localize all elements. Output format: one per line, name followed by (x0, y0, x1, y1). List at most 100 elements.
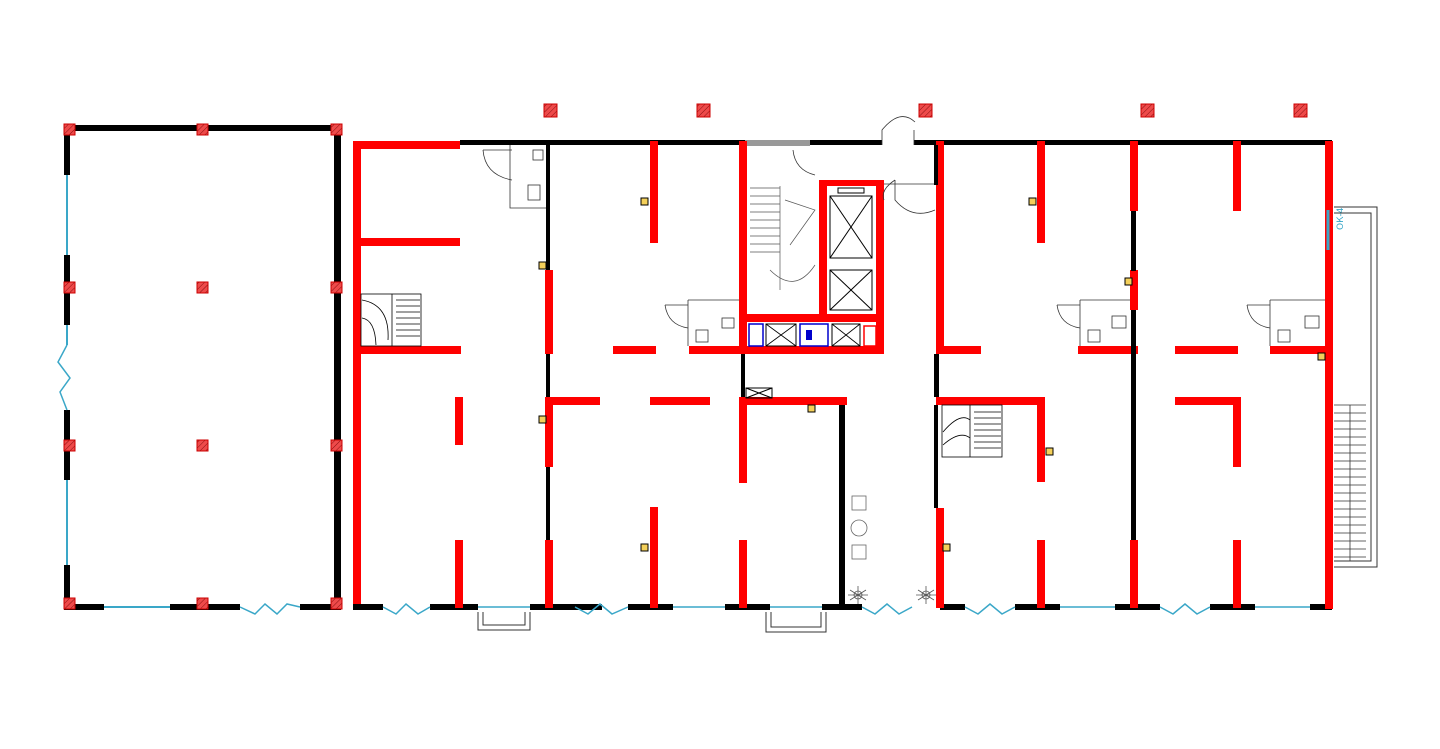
new-wall (613, 346, 656, 354)
table-icon (850, 519, 868, 537)
interior-red-walls (353, 141, 1328, 608)
window-door (574, 603, 629, 615)
new-wall (1175, 397, 1241, 405)
column-icon (330, 439, 343, 452)
new-wall (739, 346, 884, 354)
new-wall (353, 141, 361, 609)
wc-partition (509, 145, 546, 209)
toilet-icon (527, 184, 541, 201)
new-wall (936, 346, 981, 354)
column-icon (640, 197, 649, 206)
new-wall (455, 540, 463, 608)
new-wall (545, 397, 600, 405)
new-wall (1037, 141, 1045, 243)
toilet-icon (863, 325, 877, 347)
window-tag: ОК-4 (1336, 207, 1346, 230)
external-stair-icon (1334, 404, 1366, 561)
new-wall (545, 270, 553, 354)
top-wall (460, 140, 745, 145)
left-hall-left-wall (64, 125, 70, 175)
column-icon (640, 543, 649, 552)
new-wall (353, 238, 460, 246)
new-wall (876, 180, 884, 354)
toilet-icon (1087, 329, 1101, 343)
existing-wall (1131, 211, 1136, 271)
toilet-icon (1277, 329, 1291, 343)
new-wall (650, 141, 658, 243)
chair-icon (851, 544, 867, 560)
sink-icon (532, 149, 544, 161)
new-wall (739, 397, 847, 405)
column-icon (1124, 277, 1133, 286)
new-wall (1233, 141, 1241, 211)
external-ramp (1334, 212, 1372, 562)
existing-wall (546, 354, 550, 397)
bathtub-icon (748, 323, 764, 347)
left-hall-left-wall-seg (64, 565, 70, 610)
new-wall (936, 397, 1044, 405)
column-icon (942, 543, 951, 552)
new-wall (545, 540, 553, 608)
cabinet-icon (831, 323, 861, 347)
new-wall (1233, 540, 1241, 608)
new-wall (739, 141, 747, 354)
existing-wall (934, 145, 938, 185)
new-wall (819, 180, 881, 186)
left-hall (57, 123, 343, 616)
existing-wall (546, 467, 550, 540)
sink-icon (1111, 315, 1127, 329)
door-double (57, 344, 71, 411)
plant-icon (848, 586, 868, 604)
door-arc-icon (1056, 304, 1081, 329)
existing-wall (839, 405, 845, 605)
new-wall (689, 346, 745, 354)
sink-icon (799, 323, 829, 347)
new-wall (1233, 397, 1241, 467)
small-columns (538, 197, 1326, 552)
existing-wall (1131, 310, 1136, 540)
door-arc-icon (482, 149, 513, 181)
column-icon (63, 281, 76, 294)
column-icon (918, 103, 933, 118)
new-wall (739, 397, 747, 483)
top-columns (543, 103, 1308, 118)
column-icon (330, 281, 343, 294)
stair-right-icon (941, 404, 1003, 458)
column-icon (1028, 197, 1037, 206)
new-wall (353, 346, 461, 354)
column-icon (196, 123, 209, 136)
window-door (382, 602, 431, 615)
column-icon (1140, 103, 1155, 118)
column-icon (696, 103, 711, 118)
new-wall (819, 180, 827, 318)
stair-core-icon (750, 186, 816, 290)
bottom-wall (353, 604, 383, 610)
column-icon (538, 261, 547, 270)
left-hall-right-wall (334, 125, 341, 610)
new-wall (353, 141, 460, 149)
cabinet-icon (765, 323, 797, 347)
left-hall-bottom-wall (64, 604, 104, 610)
new-wall (1037, 540, 1045, 608)
elevator-icon (829, 187, 873, 259)
column-icon (538, 415, 547, 424)
sink-icon (721, 317, 735, 329)
new-wall (1130, 540, 1138, 608)
new-wall (1130, 141, 1138, 211)
window-door (1159, 603, 1211, 615)
sink-icon (806, 330, 812, 340)
chair-icon (851, 495, 867, 511)
column-icon (196, 597, 209, 610)
new-wall (1078, 346, 1138, 354)
door-double (239, 602, 301, 616)
existing-wall (741, 354, 745, 397)
column-icon (1293, 103, 1308, 118)
existing-wall (934, 354, 939, 397)
new-wall (936, 508, 944, 608)
new-wall (739, 314, 884, 322)
existing-wall (934, 405, 938, 508)
new-wall (1037, 397, 1045, 482)
door-arc-icon (1246, 304, 1271, 329)
new-wall (545, 397, 553, 467)
new-wall (1270, 346, 1328, 354)
